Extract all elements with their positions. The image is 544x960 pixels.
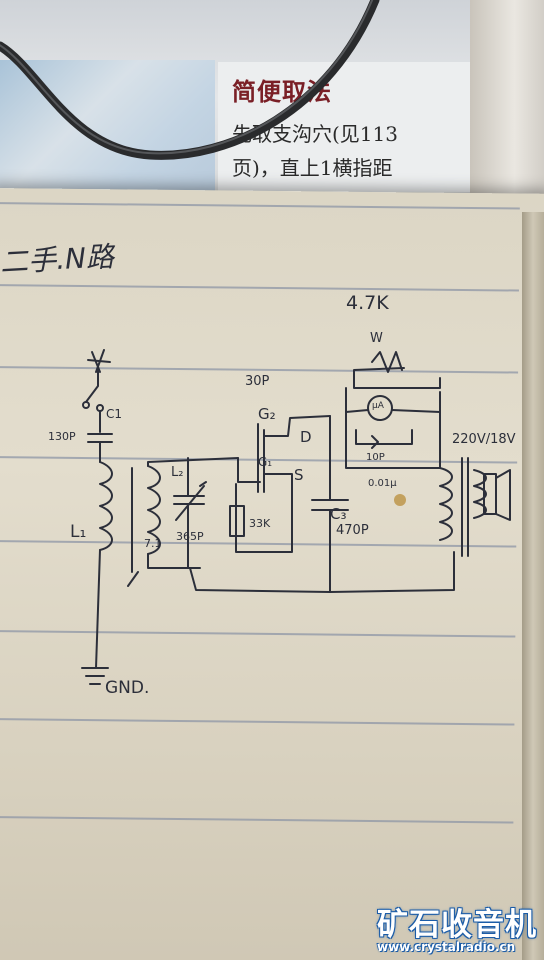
label-gnd: GND.: [105, 678, 150, 698]
notebook-edge: [522, 212, 544, 960]
label-130p: 130P: [48, 430, 76, 443]
label-4-7k: 4.7K: [346, 292, 389, 314]
label-c3: C₃: [330, 505, 347, 523]
book-spine-edge: [470, 0, 544, 215]
label-l1: L₁: [70, 522, 87, 542]
label-220v-18v: 220V/18V: [452, 432, 516, 447]
label-g1: G₁: [258, 455, 273, 469]
book-text-line-2: 页)，直上1横指距: [232, 156, 393, 180]
label-g2: G₂: [258, 405, 276, 423]
watermark-url: www.crystalradio.cn: [377, 940, 516, 954]
label-365p: 365P: [176, 530, 204, 543]
label-33k: 33K: [249, 517, 271, 530]
label-s: S: [294, 466, 304, 484]
sketch-title: 二手.N路: [0, 240, 115, 279]
label-10p: 10P: [366, 452, 385, 463]
label-d: D: [300, 428, 312, 446]
cable: [0, 0, 380, 160]
label-7-1: 7.1: [144, 537, 162, 550]
label-c1: C1: [106, 407, 123, 421]
watermark-title: 矿石收音机: [377, 907, 537, 943]
label-ua: μA: [372, 401, 384, 411]
label-470p: 470P: [336, 523, 369, 538]
label-l2: L₂: [171, 465, 184, 480]
label-0-01u: 0.01μ: [368, 478, 397, 489]
label-30p: 30P: [245, 374, 270, 389]
label-w: W: [370, 331, 383, 346]
